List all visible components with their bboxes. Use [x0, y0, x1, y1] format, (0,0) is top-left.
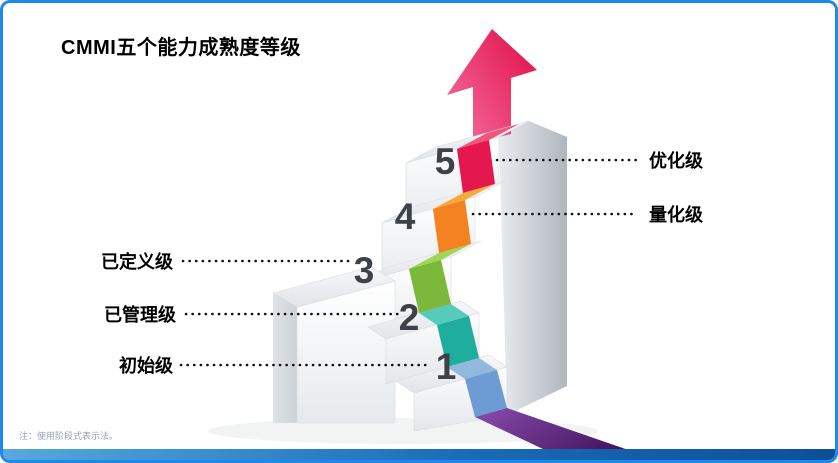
level-2-number: 2 — [399, 297, 420, 338]
level-1-ribbon-riser — [465, 370, 507, 417]
stair-east-face — [499, 121, 567, 415]
base-block-west-face — [273, 293, 297, 423]
bottom-accent-bar — [3, 449, 835, 460]
level-5-label: 优化级 — [649, 150, 704, 171]
base-block-top — [272, 266, 396, 308]
level-5-number: 5 — [435, 141, 456, 182]
level-3-number: 3 — [354, 250, 375, 291]
level-2-label: 已管理级 — [104, 304, 177, 325]
footnote: 注：使用阶段式表示法。 — [19, 431, 119, 441]
level-5-ribbon-riser — [457, 140, 495, 193]
maturity-staircase-diagram: 5 4 3 2 1 优化级 量化级 已定义级 已管理级 初始级 — [101, 29, 704, 460]
level-5-ribbon-tread — [457, 124, 519, 149]
level-3-label: 已定义级 — [101, 251, 174, 272]
up-arrow — [447, 29, 537, 143]
level-1-number: 1 — [436, 346, 457, 387]
level-4-label: 量化级 — [649, 204, 704, 225]
level-4-ribbon-riser — [433, 200, 471, 253]
level-1-ribbon-tread — [447, 358, 497, 379]
level-1-label: 初始级 — [119, 355, 174, 376]
level-4-ribbon-tread — [433, 184, 495, 209]
level-3-ribbon-riser — [409, 260, 451, 313]
flow-ribbon — [475, 408, 658, 460]
level-2-ribbon-riser — [437, 316, 479, 367]
level-2-ribbon-tread — [419, 304, 469, 325]
page-title: CMMI五个能力成熟度等级 — [61, 37, 301, 59]
level-3-ribbon-tread — [409, 244, 471, 269]
level-4-number: 4 — [395, 196, 416, 237]
